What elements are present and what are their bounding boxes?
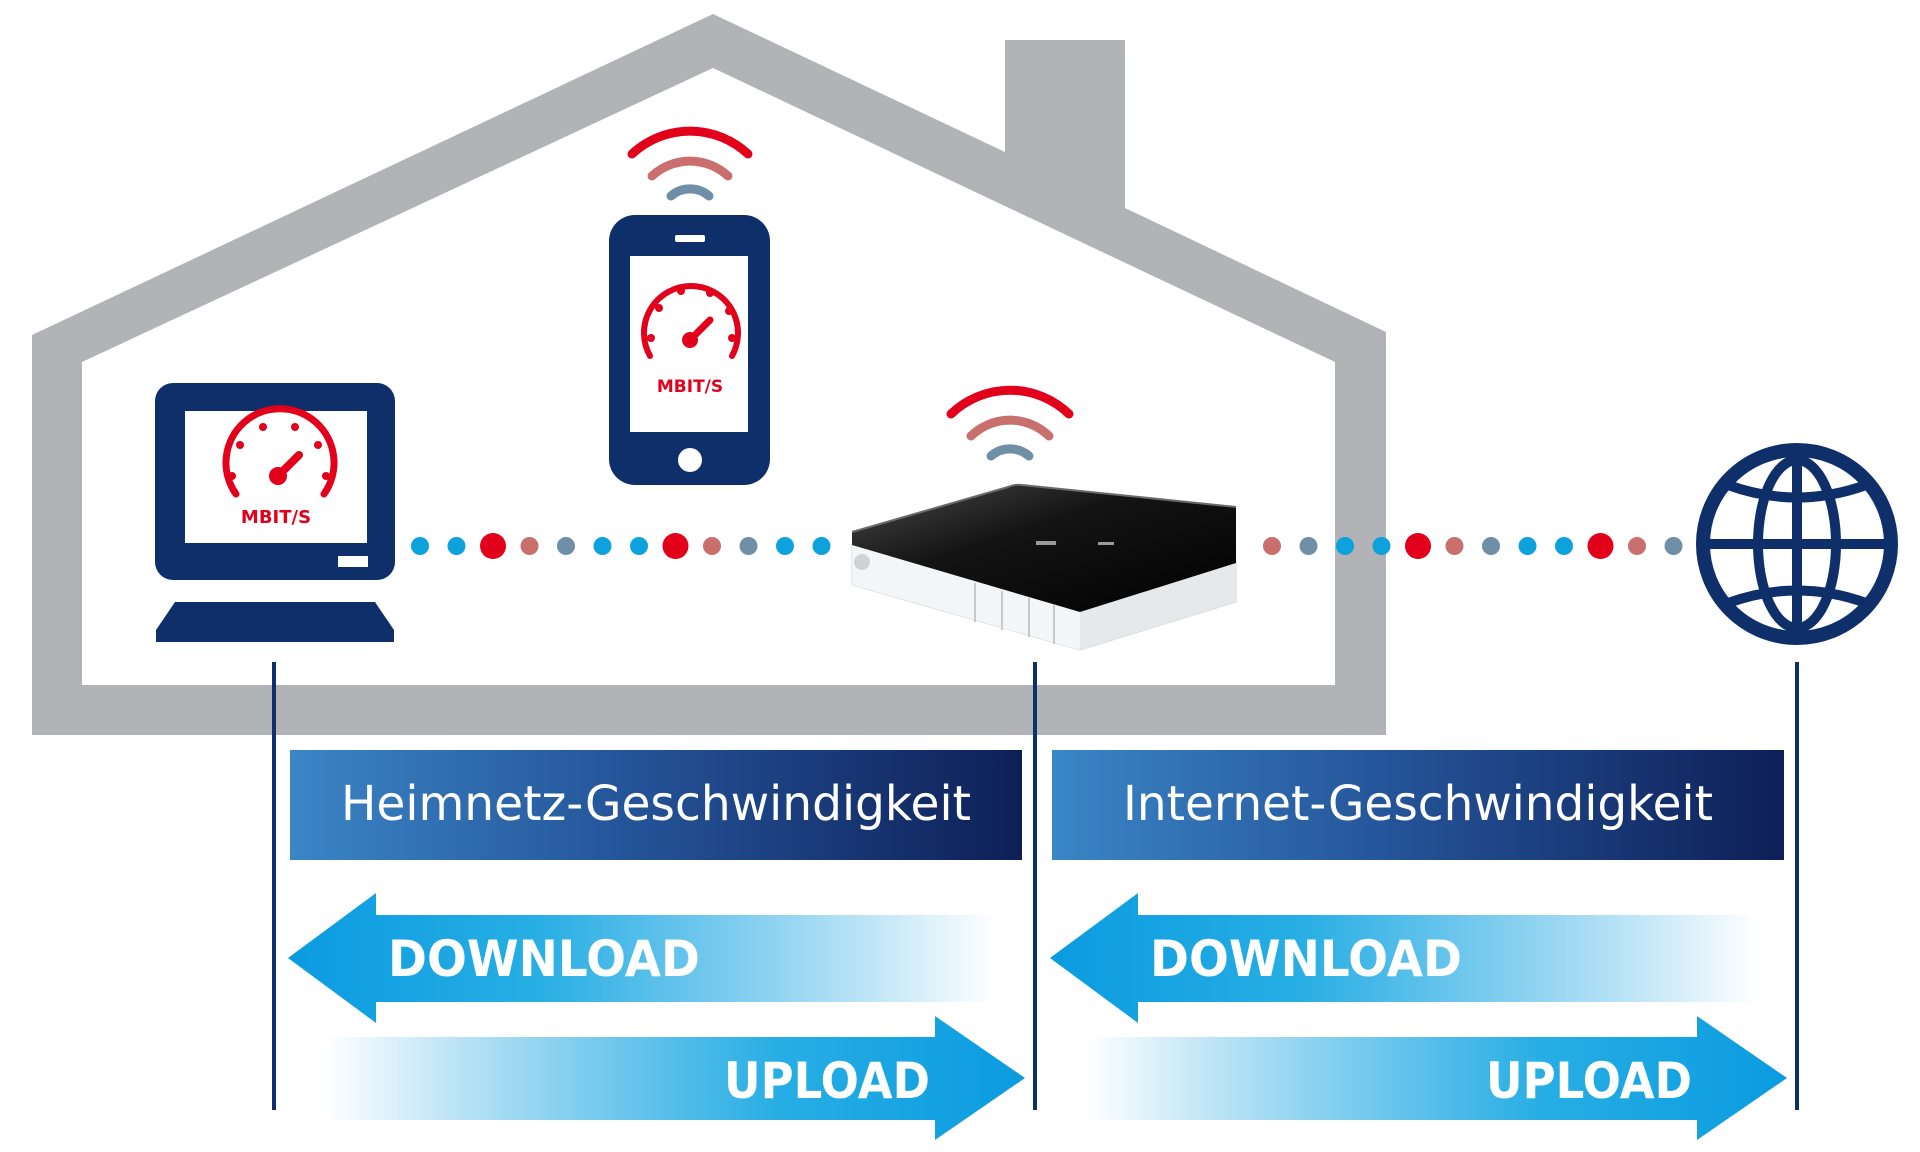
internet-download-arrow: DOWNLOAD <box>1050 893 1757 1023</box>
home-speed-banner: Heimnetz-Geschwindigkeit <box>290 750 1022 860</box>
home-connection-line <box>411 533 831 559</box>
phone-speed-gauge-icon <box>641 283 741 359</box>
connection-dot <box>1263 537 1281 555</box>
connection-dot <box>1482 537 1500 555</box>
connection-dot <box>1664 537 1683 555</box>
connection-dot <box>480 533 506 559</box>
connection-dot <box>1445 537 1464 555</box>
connection-dot <box>1587 533 1614 559</box>
connection-dot <box>1299 537 1318 555</box>
home-download-arrow: DOWNLOAD <box>288 893 995 1023</box>
computer-speed-gauge-icon <box>222 405 338 498</box>
connection-dot <box>447 537 466 555</box>
computer-icon <box>155 383 395 642</box>
globe-icon <box>1696 443 1898 645</box>
connection-dot <box>739 537 758 555</box>
connection-dot <box>662 533 689 559</box>
home-upload-arrow: UPLOAD <box>325 1016 1025 1140</box>
connection-dot <box>1405 533 1431 559</box>
connection-dot <box>812 537 831 555</box>
home-speed-title: Heimnetz-Geschwindigkeit <box>341 776 971 832</box>
connection-dot <box>776 537 794 555</box>
internet-connection-line <box>1263 533 1683 559</box>
connection-dot <box>593 537 612 555</box>
computer-gauge-label: MBIT/S <box>241 507 311 528</box>
internet-speed-banner: Internet-Geschwindigkeit <box>1052 750 1784 860</box>
smartphone-icon <box>609 215 770 485</box>
connection-dot <box>411 537 429 555</box>
connection-dot <box>1555 537 1573 555</box>
phone-wifi-icon <box>627 126 753 201</box>
internet-upload-label: UPLOAD <box>1486 1052 1692 1110</box>
home-upload-label: UPLOAD <box>724 1052 930 1110</box>
router-wifi-icon <box>946 385 1074 461</box>
phone-gauge-label: MBIT/S <box>657 377 723 397</box>
divider-lines <box>272 662 1799 1110</box>
connection-dot <box>1336 537 1354 555</box>
connection-dot <box>630 537 648 555</box>
connection-dot <box>1372 537 1391 555</box>
internet-download-label: DOWNLOAD <box>1150 930 1462 988</box>
connection-dot <box>703 537 721 555</box>
connection-dot <box>1628 537 1646 555</box>
house-outline <box>32 14 1386 735</box>
connection-dot <box>557 537 575 555</box>
home-download-label: DOWNLOAD <box>388 930 700 988</box>
internet-speed-title: Internet-Geschwindigkeit <box>1123 776 1713 832</box>
internet-upload-arrow: UPLOAD <box>1087 1016 1787 1140</box>
connection-dot <box>1518 537 1537 555</box>
connection-dot <box>520 537 539 555</box>
router-icon <box>851 483 1237 651</box>
